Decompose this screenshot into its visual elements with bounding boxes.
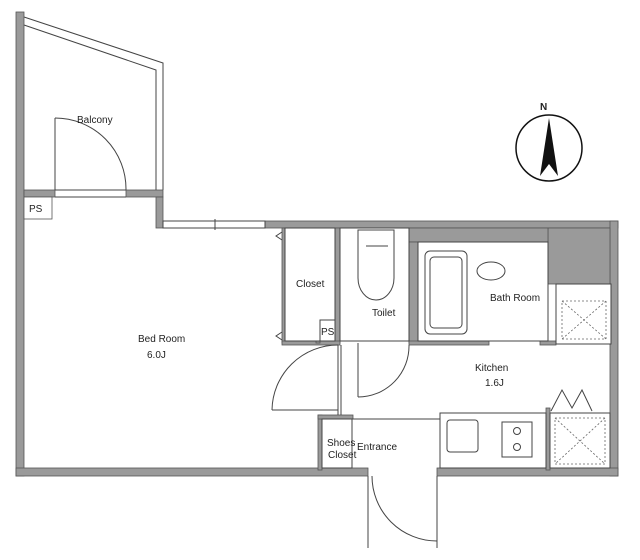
window bbox=[55, 189, 266, 230]
closet-door-marks bbox=[275, 231, 283, 341]
shoes-closet bbox=[321, 418, 353, 469]
toilet-door[interactable] bbox=[357, 343, 410, 398]
storage-upper bbox=[555, 283, 612, 345]
washbasin bbox=[476, 261, 506, 281]
bedroom-door[interactable] bbox=[271, 344, 342, 415]
balcony-label: Balcony bbox=[77, 115, 113, 126]
toilet-label: Toilet bbox=[372, 308, 396, 319]
kitchen-size: 1.6J bbox=[485, 378, 504, 389]
bedroom-label: Bed Room bbox=[138, 334, 185, 345]
ps-closet bbox=[319, 319, 336, 342]
closet-label: Closet bbox=[296, 279, 325, 290]
bathroom-label: Bath Room bbox=[490, 293, 540, 304]
storage-lower bbox=[549, 388, 611, 469]
shoes-closet-label-2: Closet bbox=[328, 450, 357, 461]
kitchen-label: Kitchen bbox=[475, 363, 508, 374]
entrance-label: Entrance bbox=[357, 442, 397, 453]
balcony-railing bbox=[23, 16, 164, 190]
ps-closet-label: PS bbox=[321, 327, 335, 338]
bath-room bbox=[417, 241, 549, 342]
toilet-fixture bbox=[339, 227, 410, 342]
kitchen-counter bbox=[439, 412, 547, 469]
shoes-closet-label-1: Shoes bbox=[327, 438, 355, 449]
bedroom-size: 6.0J bbox=[147, 350, 166, 361]
ps-label: PS bbox=[29, 204, 43, 215]
compass-n-label: N bbox=[540, 102, 547, 113]
balcony-door[interactable] bbox=[54, 117, 127, 191]
north-compass-icon: N bbox=[515, 102, 583, 182]
entrance-door[interactable] bbox=[367, 475, 438, 548]
sink bbox=[446, 419, 479, 453]
